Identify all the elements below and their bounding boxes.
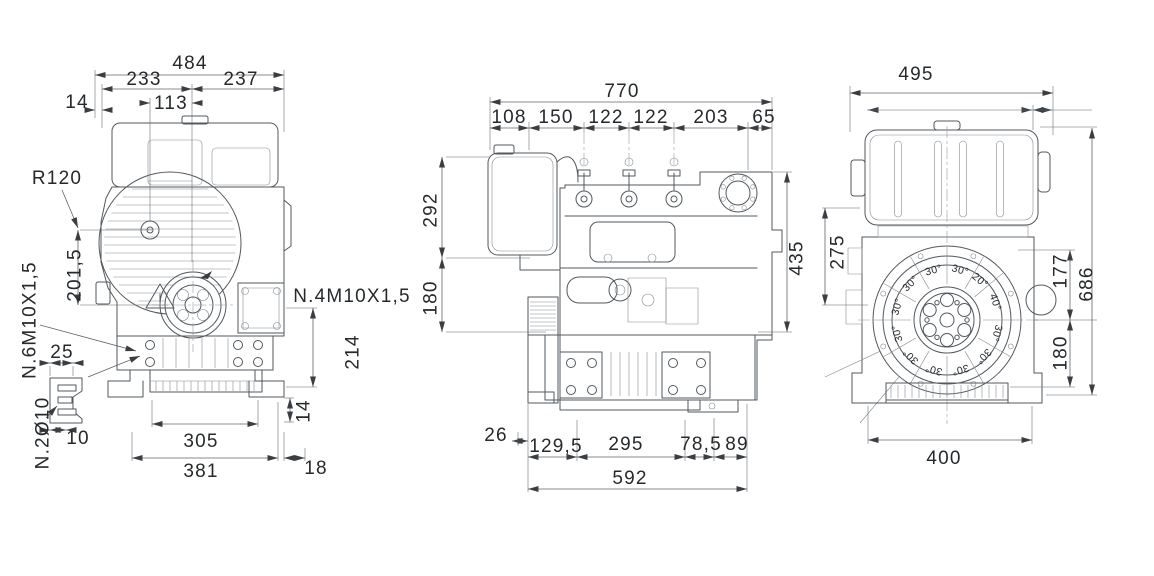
label-detail-holes: N.2Ø10 bbox=[33, 397, 54, 470]
dim-detail-depth: 10 bbox=[66, 428, 90, 449]
dim-front-edge-offset: 14 bbox=[65, 92, 89, 113]
dim-side-seg-129-5: 129,5 bbox=[529, 436, 583, 457]
front-tank-cap bbox=[181, 115, 209, 125]
side-gear-teeth bbox=[530, 301, 556, 331]
label-front-flange-thread: N.4M10X1,5 bbox=[293, 286, 411, 307]
flywheel-angle-label: 40° bbox=[987, 292, 1004, 312]
dim-side-seg-65: 65 bbox=[752, 107, 776, 128]
dim-side-seg-122a: 122 bbox=[588, 107, 623, 128]
rear-bottom-comb bbox=[890, 385, 1004, 398]
side-gear-housing bbox=[527, 296, 559, 336]
flywheel-rim-bolts bbox=[880, 253, 1014, 387]
dim-front-right-width: 237 bbox=[223, 69, 258, 90]
flywheel-angle-label: 30° bbox=[989, 323, 1005, 343]
front-base-ribs bbox=[162, 338, 229, 368]
flywheel-angle-label: 30° bbox=[889, 297, 905, 317]
side-fuel-tank bbox=[487, 152, 558, 256]
dim-front-flange-height: 214 bbox=[343, 334, 364, 369]
flywheel-angle-label: 30° bbox=[950, 262, 970, 278]
dim-front-side-height: 201,5 bbox=[65, 248, 86, 302]
dim-front-total-width: 484 bbox=[172, 53, 207, 74]
flywheel-spokes bbox=[874, 247, 1020, 393]
side-exhaust-bolts bbox=[720, 175, 756, 211]
front-base bbox=[116, 335, 274, 371]
dim-front-hub-offset: 113 bbox=[154, 93, 188, 114]
dim-side-seg-122b: 122 bbox=[633, 107, 668, 128]
dim-side-tank-height: 292 bbox=[421, 192, 442, 227]
dim-side-front-gap: 26 bbox=[484, 425, 508, 446]
front-left-foot bbox=[107, 369, 144, 398]
dim-rear-pto-height: 177 bbox=[1051, 253, 1072, 288]
dim-side-seg-78-5: 78,5 bbox=[680, 434, 722, 455]
front-side-flange bbox=[237, 282, 285, 334]
rotation-arrow bbox=[200, 271, 212, 279]
dim-rear-foot-span: 400 bbox=[926, 448, 961, 469]
dim-front-fan-radius: R120 bbox=[32, 168, 82, 189]
dim-rear-total-width: 495 bbox=[898, 64, 933, 85]
side-injection-pump bbox=[627, 277, 667, 323]
front-right-foot bbox=[248, 369, 285, 398]
side-exhaust-flange bbox=[718, 173, 758, 213]
dim-rear-upper-height: 275 bbox=[828, 234, 849, 269]
rear-tank-slots bbox=[894, 140, 1004, 218]
dim-side-seg-150: 150 bbox=[538, 107, 573, 128]
dim-side-total-length: 770 bbox=[604, 81, 639, 102]
dim-front-bolt-span: 305 bbox=[183, 431, 218, 452]
flywheel-bolt-holes bbox=[922, 293, 972, 347]
dim-rear-lower-height: 180 bbox=[1051, 335, 1072, 370]
dim-front-foot-offset: 18 bbox=[304, 458, 328, 479]
rear-flywheel-hub bbox=[913, 286, 981, 354]
side-studs bbox=[575, 132, 683, 208]
front-pan-comb bbox=[150, 380, 262, 391]
front-fan-grille bbox=[104, 180, 236, 302]
dim-side-seg-108: 108 bbox=[491, 107, 526, 128]
label-front-base-thread: N.6M10X1,5 bbox=[20, 261, 41, 379]
front-fuel-tank bbox=[111, 122, 279, 188]
front-body-outline bbox=[100, 186, 285, 337]
rear-view-art: 30°20°40°30°30°30°30°30°30°30°30°30° bbox=[824, 120, 1057, 424]
dim-side-block-height: 435 bbox=[787, 240, 808, 275]
side-right-foot bbox=[687, 399, 739, 413]
rear-fuel-tank bbox=[864, 129, 1039, 226]
dim-front-foot-height: 14 bbox=[294, 399, 315, 423]
dimension-lines bbox=[39, 70, 1097, 492]
flywheel-angle-label: 30° bbox=[889, 323, 905, 343]
side-tank-cap bbox=[493, 144, 515, 155]
dim-side-seg-295: 295 bbox=[608, 434, 643, 455]
dim-front-base-width: 381 bbox=[183, 461, 218, 482]
side-left-foot bbox=[527, 391, 555, 404]
warning-triangle-icon bbox=[145, 283, 175, 309]
dim-rear-total-height: 686 bbox=[1077, 266, 1098, 301]
rear-bottom-housing bbox=[885, 382, 1009, 401]
dim-detail-width: 25 bbox=[50, 342, 74, 363]
side-crankcase bbox=[544, 334, 756, 401]
side-view-art bbox=[487, 132, 783, 413]
side-valve-cover bbox=[589, 221, 676, 263]
flywheel-angle-label: 30° bbox=[924, 362, 944, 378]
dim-side-seg-89: 89 bbox=[725, 434, 749, 455]
front-view-art bbox=[49, 115, 292, 424]
dim-front-left-width: 233 bbox=[126, 69, 161, 90]
side-starter-motor bbox=[566, 276, 618, 304]
flywheel-angle-label: 30° bbox=[950, 362, 970, 378]
dim-side-mid-height: 180 bbox=[421, 280, 442, 315]
dim-side-seg-203: 203 bbox=[693, 107, 728, 128]
dimension-labels: 484 233 237 113 14 R120 201,5 N.6M10X1,5… bbox=[20, 53, 1098, 489]
flywheel-angle-label: 30° bbox=[924, 262, 944, 278]
dim-side-mount-length: 592 bbox=[612, 468, 647, 489]
